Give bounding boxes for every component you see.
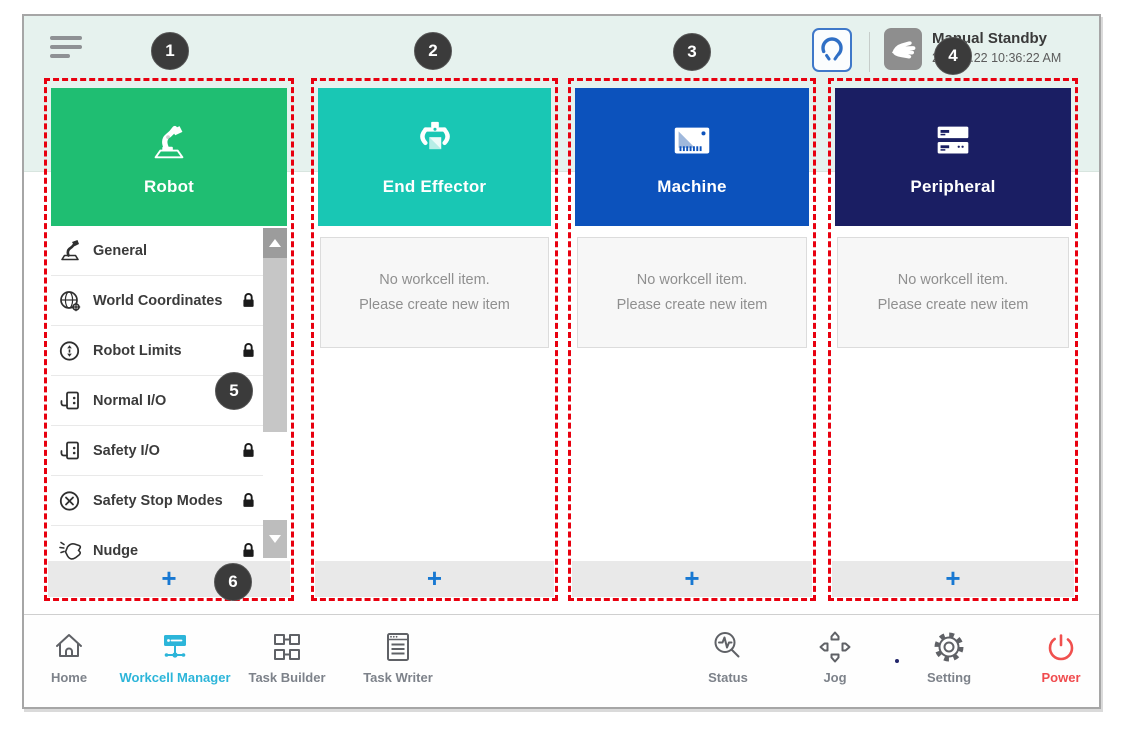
indicator-dot [895, 659, 899, 663]
scrollbar[interactable] [263, 226, 287, 560]
annotation-badge-6: 6 [214, 563, 252, 601]
io-icon [57, 388, 83, 414]
robot-icon [146, 118, 192, 164]
add-robot-item-button[interactable]: + [48, 561, 290, 597]
home-icon [51, 629, 87, 665]
nav-status[interactable]: Status [688, 629, 768, 685]
annotation-badge-5: 5 [215, 372, 253, 410]
machine-icon [669, 118, 715, 164]
bottom-nav-bar: Home Workcell Manager [24, 614, 1099, 707]
nav-workcell-manager[interactable]: Workcell Manager [115, 629, 235, 685]
annotation-badge-1: 1 [151, 32, 189, 70]
triangle-down-icon [269, 535, 281, 543]
menu-item-label: Normal I/O [93, 392, 167, 409]
scroll-up-button[interactable] [263, 228, 287, 258]
menu-item-safety-stop-modes[interactable]: Safety Stop Modes [51, 476, 263, 526]
end-effector-header-card[interactable]: End Effector [318, 88, 551, 226]
gear-icon [931, 629, 967, 665]
peripheral-header-card[interactable]: Peripheral [835, 88, 1071, 226]
nudge-icon [57, 538, 83, 561]
menu-item-world-coordinates[interactable]: World Coordinates [51, 276, 263, 326]
gripper-icon [818, 35, 846, 65]
jog-icon [817, 629, 853, 665]
hamburger-menu-icon[interactable] [50, 36, 82, 58]
io-icon [57, 438, 83, 464]
empty-state-box: No workcell item. Please create new item [837, 237, 1069, 348]
end-effector-icon [412, 118, 458, 164]
annotation-badge-4: 4 [934, 37, 972, 75]
peripheral-column: Peripheral No workcell item. Please crea… [828, 78, 1078, 601]
robot-arm-icon [57, 238, 83, 264]
menu-item-safety-io[interactable]: Safety I/O [51, 426, 263, 476]
menu-item-label: Robot Limits [93, 342, 182, 359]
plus-icon: + [945, 563, 961, 593]
task-writer-icon [380, 629, 416, 665]
empty-state-line2: Please create new item [877, 296, 1029, 313]
robot-column: Robot General [44, 78, 294, 601]
empty-state-box: No workcell item. Please create new item [320, 237, 549, 348]
nav-task-builder[interactable]: Task Builder [227, 629, 347, 685]
workcell-manager-icon [157, 629, 193, 665]
empty-state-line1: No workcell item. [636, 271, 748, 288]
nav-task-writer[interactable]: Task Writer [338, 629, 458, 685]
lock-icon [240, 342, 257, 359]
nav-setting[interactable]: Setting [909, 629, 989, 685]
peripheral-icon [930, 118, 976, 164]
menu-item-label: Nudge [93, 542, 139, 559]
menu-item-label: World Coordinates [93, 292, 223, 309]
triangle-up-icon [269, 239, 281, 247]
plus-icon: + [426, 563, 443, 593]
manual-mode-button[interactable] [884, 28, 922, 70]
lock-icon [240, 492, 257, 509]
add-end-effector-item-button[interactable]: + [315, 561, 554, 597]
plus-icon: + [161, 563, 177, 593]
add-peripheral-item-button[interactable]: + [832, 561, 1074, 597]
menu-item-label: General [93, 242, 147, 259]
power-icon [1043, 629, 1079, 665]
end-effector-column: End Effector No workcell item. Please cr… [311, 78, 558, 601]
task-builder-icon [269, 629, 305, 665]
empty-state-line2: Please create new item [359, 296, 510, 313]
menu-item-label: Safety I/O [93, 442, 160, 459]
scroll-down-button[interactable] [263, 520, 287, 558]
column-title: Peripheral [910, 176, 996, 196]
menu-item-nudge[interactable]: Nudge [51, 526, 263, 560]
machine-header-card[interactable]: Machine [575, 88, 809, 226]
menu-item-label: Safety Stop Modes [93, 492, 223, 509]
app-window: Manual Standby 2022.2.22 10:36:22 AM Rob… [22, 14, 1101, 709]
nav-power[interactable]: Power [1021, 629, 1101, 685]
robot-limits-icon [57, 338, 83, 364]
hand-icon [890, 37, 916, 61]
empty-state-line1: No workcell item. [379, 271, 490, 288]
menu-item-robot-limits[interactable]: Robot Limits [51, 326, 263, 376]
menu-item-normal-io[interactable]: Normal I/O [51, 376, 263, 426]
machine-column: Machine No workcell item. Please create … [568, 78, 816, 601]
status-icon [710, 629, 746, 665]
menu-item-general[interactable]: General [51, 226, 263, 276]
nav-jog[interactable]: Jog [795, 629, 875, 685]
column-title: Machine [657, 176, 727, 196]
gripper-status-button[interactable] [812, 28, 852, 72]
annotation-badge-3: 3 [673, 33, 711, 71]
add-machine-item-button[interactable]: + [572, 561, 812, 597]
lock-icon [240, 292, 257, 309]
world-coordinates-icon [57, 288, 83, 314]
plus-icon: + [684, 563, 700, 593]
empty-state-box: No workcell item. Please create new item [577, 237, 807, 348]
empty-state-line2: Please create new item [616, 296, 768, 313]
empty-state-line1: No workcell item. [897, 271, 1009, 288]
annotation-badge-2: 2 [414, 32, 452, 70]
nav-home[interactable]: Home [29, 629, 109, 685]
robot-header-card[interactable]: Robot [51, 88, 287, 226]
stop-modes-icon [57, 488, 83, 514]
column-title: Robot [143, 176, 195, 196]
lock-icon [240, 542, 257, 559]
column-title: End Effector [382, 176, 487, 196]
lock-icon [240, 442, 257, 459]
scrollbar-thumb[interactable] [263, 258, 287, 432]
topbar-divider [869, 32, 870, 72]
